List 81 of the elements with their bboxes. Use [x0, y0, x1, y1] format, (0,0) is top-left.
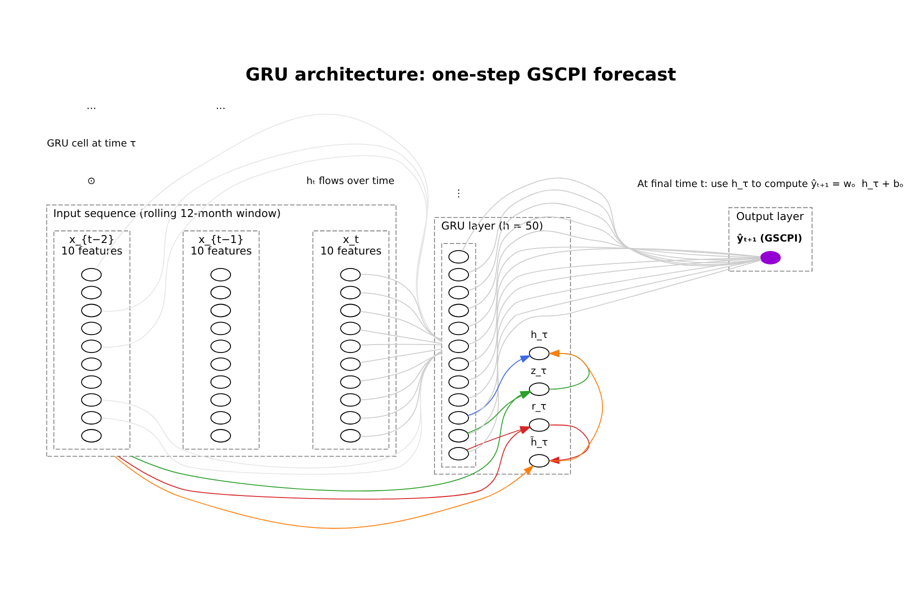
node-circle: [448, 340, 469, 353]
node-circle: [210, 411, 231, 425]
label: ⊙: [87, 176, 96, 188]
connector: [468, 230, 762, 327]
node-circle: [760, 251, 781, 264]
label: At final time t: use h_τ to compute ŷₜ₊₁ = wₒ h_τ + bₒ: [637, 178, 904, 190]
label: …: [86, 101, 96, 112]
label: hₜ flows over time: [306, 176, 394, 188]
connector: [468, 248, 761, 363]
connector: [468, 216, 761, 309]
node-circle: [210, 304, 231, 318]
node-circle: [81, 429, 102, 442]
node-circle: [448, 268, 469, 282]
connector: [360, 352, 442, 400]
cluster: x_t 10 features: [312, 230, 390, 450]
cluster: [441, 242, 476, 468]
connector: [360, 350, 442, 437]
arrow: [114, 456, 534, 529]
label: GRU cell at time τ: [46, 138, 136, 150]
node-circle: [210, 340, 231, 353]
node-label: r_τ: [532, 402, 546, 413]
node-circle: [81, 268, 102, 282]
node-circle: [340, 393, 361, 407]
cluster: x_{t−1} 10 features: [182, 230, 260, 450]
node-circle: [210, 375, 231, 389]
node-circle: [81, 393, 102, 407]
node-label: h̃_τ: [530, 437, 548, 448]
label: ⋮: [454, 188, 464, 200]
node-circle: [448, 250, 469, 264]
node-circle: [448, 446, 469, 460]
node-circle: [340, 340, 361, 353]
node-circle: [210, 268, 231, 282]
node-circle: [528, 346, 550, 360]
node-circle: [340, 322, 361, 336]
cluster: x_{t−2} 10 features: [53, 230, 130, 450]
node-circle: [81, 322, 102, 336]
node-circle: [340, 357, 361, 371]
node-circle: [448, 286, 469, 300]
connector: [462, 178, 762, 266]
connector: [468, 189, 762, 274]
connector: [360, 348, 442, 364]
node-label: h_τ: [530, 330, 548, 342]
node-circle: [340, 429, 361, 442]
node-circle: [210, 429, 231, 442]
node-circle: [81, 375, 102, 389]
node-label: ŷₜ₊₁ (GSCPI): [736, 233, 802, 244]
node-circle: [448, 393, 469, 407]
node-circle: [81, 304, 102, 318]
node-circle: [448, 304, 469, 318]
connector: [360, 351, 442, 419]
node-circle: [340, 286, 361, 300]
node-circle: [340, 304, 361, 318]
node-label: z_τ: [530, 366, 547, 377]
node-circle: [528, 418, 550, 432]
node-circle: [528, 382, 550, 396]
connector: [360, 352, 442, 382]
node-circle: [210, 286, 231, 300]
node-circle: [448, 429, 469, 442]
connector: [360, 344, 442, 346]
node-circle: [448, 322, 469, 336]
diagram-title: GRU architecture: one-step GSCPI forecast: [245, 64, 676, 86]
node-circle: [340, 375, 361, 389]
node-circle: [210, 322, 231, 336]
node-circle: [81, 286, 102, 300]
node-circle: [81, 357, 102, 371]
node-circle: [448, 411, 469, 425]
label: …: [216, 101, 226, 112]
node-circle: [210, 357, 231, 371]
connector: [360, 311, 442, 340]
node-circle: [340, 411, 361, 425]
node-circle: [210, 393, 231, 407]
node-circle: [528, 454, 550, 468]
node-circle: [81, 340, 102, 353]
node-circle: [81, 411, 102, 425]
node-circle: [340, 268, 361, 282]
node-circle: [448, 357, 469, 371]
node-circle: [448, 375, 469, 389]
connector: [360, 292, 442, 341]
connector: [360, 329, 442, 344]
connector: [360, 274, 442, 342]
connector: [468, 202, 762, 292]
